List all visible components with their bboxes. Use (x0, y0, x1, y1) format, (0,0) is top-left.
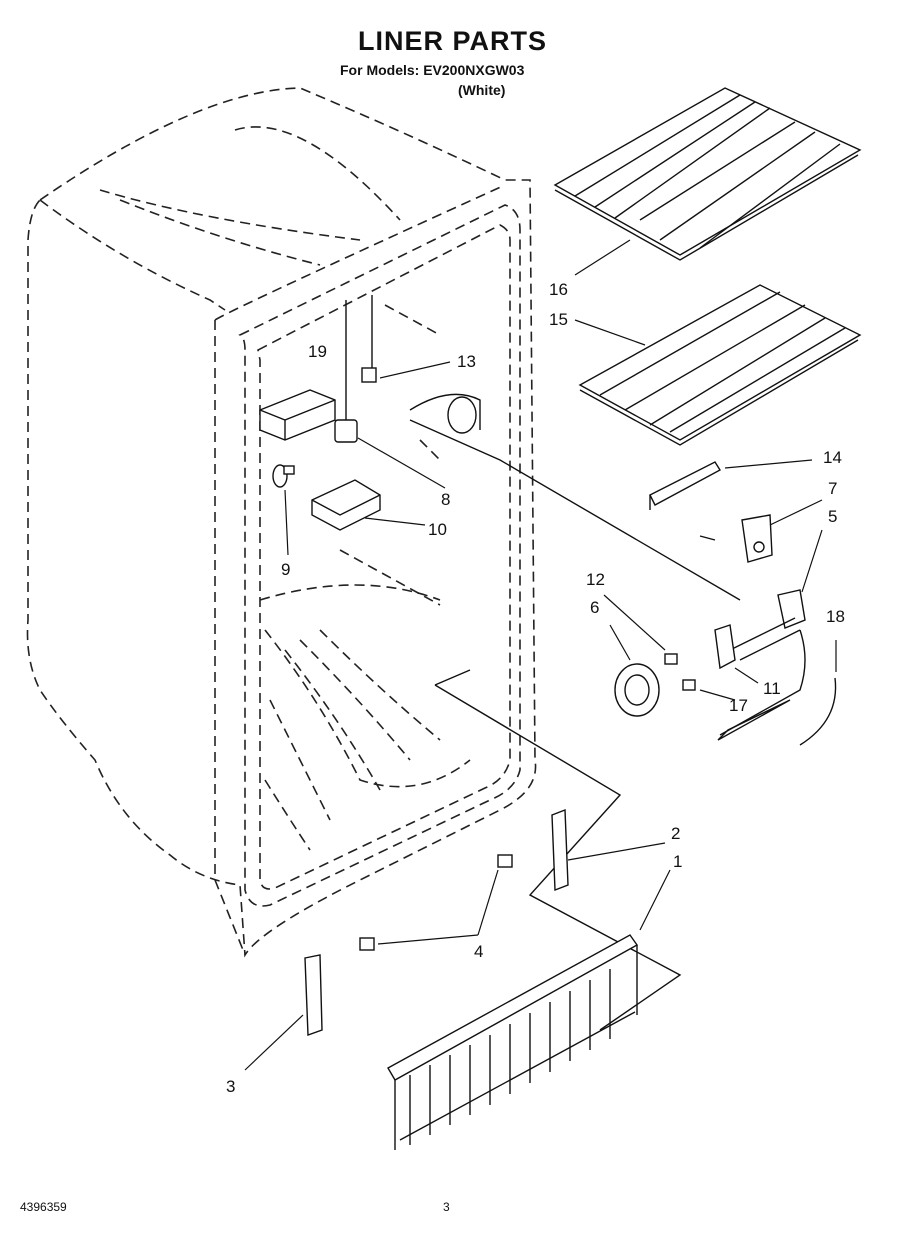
freezer-shelf-15 (578, 284, 862, 446)
callout-labels: 16 15 19 13 14 8 7 5 10 9 12 6 18 11 17 … (226, 280, 845, 1096)
screw-17 (682, 679, 696, 691)
callout-9: 9 (281, 560, 290, 579)
screw-12 (664, 653, 678, 665)
model-line: For Models: EV200NXGW03 (340, 62, 525, 78)
light-housing-19 (259, 389, 336, 441)
callout-8: 8 (441, 490, 450, 509)
callout-12: 12 (586, 570, 605, 589)
page-title: LINER PARTS (357, 26, 547, 56)
connection-line (409, 419, 741, 601)
callout-13: 13 (457, 352, 476, 371)
callout-14: 14 (823, 448, 842, 467)
bracket-14 (649, 461, 721, 510)
connection-line (434, 669, 471, 686)
callout-19: 19 (308, 342, 327, 361)
light-socket-8 (334, 300, 358, 443)
color-note: (White) (458, 82, 506, 98)
connection-line (434, 684, 682, 1031)
callout-17: 17 (729, 696, 748, 715)
switch-13 (361, 295, 377, 383)
tube-18 (799, 677, 837, 746)
light-bracket-10 (311, 479, 381, 531)
light-bulb-9 (272, 464, 295, 488)
callout-10: 10 (428, 520, 447, 539)
door-basket-1 (387, 934, 639, 1150)
callout-7: 7 (828, 479, 837, 498)
control-assembly (714, 589, 806, 741)
callout-18: 18 (826, 607, 845, 626)
callout-4: 4 (474, 942, 483, 961)
callout-6: 6 (590, 598, 599, 617)
callout-16: 16 (549, 280, 568, 299)
rail-2 (551, 808, 569, 892)
callout-1: 1 (673, 852, 682, 871)
screw-4 (359, 854, 513, 951)
callout-2: 2 (671, 824, 680, 843)
callout-3: 3 (226, 1077, 235, 1096)
page-number: 3 (443, 1200, 450, 1214)
callout-5: 5 (828, 507, 837, 526)
leader-lines (244, 239, 837, 1071)
callout-15: 15 (549, 310, 568, 329)
freezer-shelf-16 (553, 87, 862, 261)
bracket-7 (699, 514, 773, 563)
rail-3 (304, 954, 323, 1036)
document-number: 4396359 (20, 1200, 67, 1214)
callout-11: 11 (763, 679, 781, 698)
control-knob-6 (614, 663, 660, 717)
cabinet-outline (26, 87, 537, 958)
